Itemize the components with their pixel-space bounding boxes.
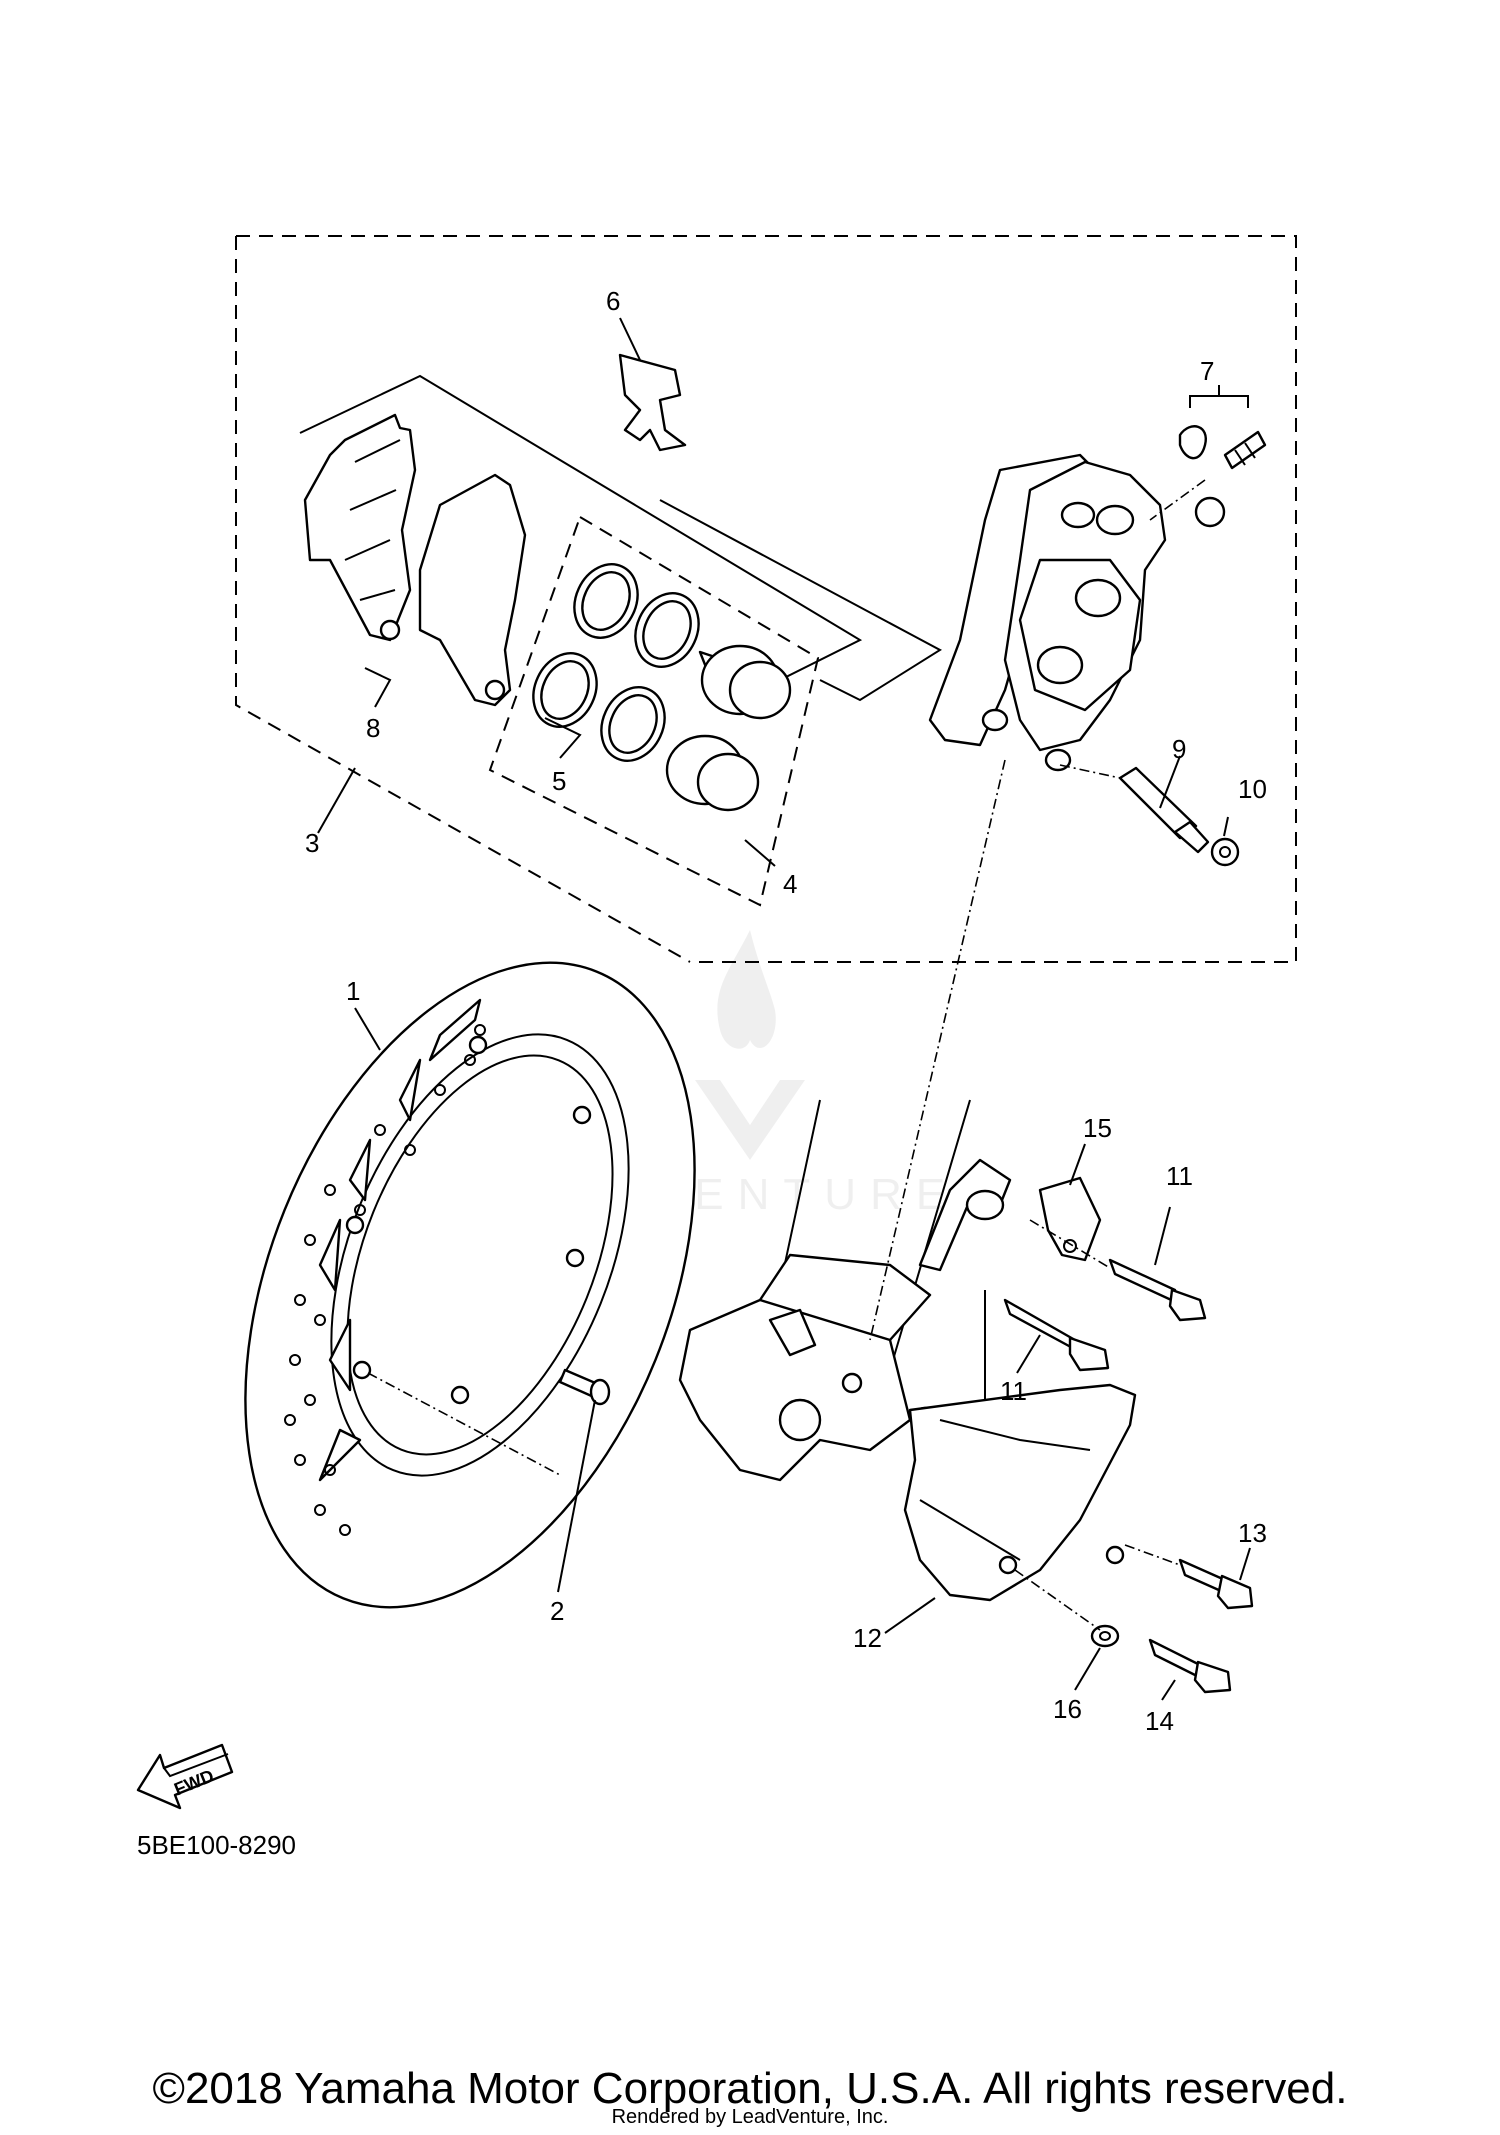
callout-2: 2 [550, 1596, 564, 1626]
rendered-by-notice: Rendered by LeadVenture, Inc. [611, 2106, 889, 2128]
washer-16 [1014, 1569, 1120, 1648]
copyright-notice: ©2018 Yamaha Motor Corporation, U.S.A. A… [152, 2064, 1348, 2113]
callout-5: 5 [552, 766, 566, 796]
pad-spring-6 [618, 353, 687, 452]
callout-14: 14 [1145, 1706, 1174, 1736]
callout-3: 3 [305, 828, 319, 858]
nut-10 [1210, 837, 1240, 867]
callout-13: 13 [1238, 1518, 1267, 1548]
callout-4: 4 [783, 869, 797, 899]
callout-9: 9 [1172, 734, 1186, 764]
callout-11-lower: 11 [1000, 1376, 1027, 1406]
callout-6: 6 [606, 286, 620, 316]
leadventure-watermark-logo [695, 930, 805, 1160]
brake-disc-1 [244, 961, 696, 1609]
bolt-11-upper [1029, 1219, 1207, 1322]
callout-1: 1 [346, 976, 360, 1006]
callout-11-upper: 11 [1166, 1161, 1193, 1191]
bleed-screw-7 [1149, 385, 1267, 521]
bolt-14 [1148, 1638, 1232, 1694]
diagram-code: 5BE100-8290 [137, 1830, 297, 1860]
caliper-assembly-outline [235, 235, 1297, 963]
callout-7: 7 [1200, 356, 1214, 386]
caliper-guard-12 [903, 1383, 1137, 1602]
forward-direction-arrow: FWD [136, 1743, 234, 1810]
callout-12: 12 [853, 1623, 882, 1653]
caliper-body [928, 453, 1226, 772]
bolt-9 [1059, 764, 1210, 854]
callout-10: 10 [1238, 774, 1267, 804]
brake-pad-8 [299, 374, 863, 707]
front-fork-leg [678, 759, 1012, 1482]
bolt-13 [1124, 1544, 1254, 1610]
pistons-4 [659, 499, 942, 812]
callout-8: 8 [366, 713, 380, 743]
callout-15: 15 [1083, 1113, 1112, 1143]
piston-seals-5 [532, 563, 700, 762]
callout-16: 16 [1053, 1694, 1082, 1724]
seal-kit-outline [488, 515, 820, 907]
bracket-15 [1038, 1176, 1102, 1262]
disc-bolt-2 [558, 1368, 611, 1406]
